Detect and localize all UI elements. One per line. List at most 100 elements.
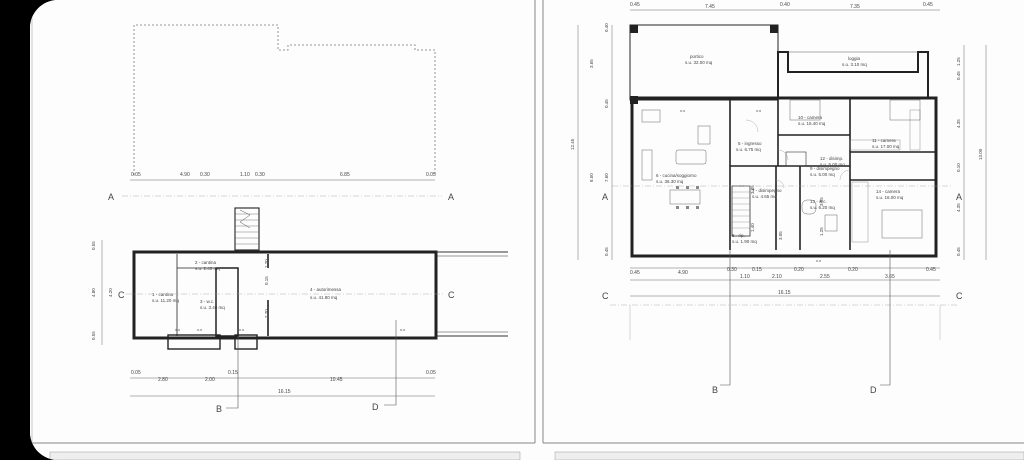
section-label-c: C bbox=[118, 290, 125, 300]
room-name: 4 - autorimessa bbox=[310, 287, 342, 292]
dim-text: 0.55 bbox=[91, 241, 96, 250]
room-area: s.u. 36.30 mq bbox=[656, 179, 684, 184]
corner bbox=[630, 96, 638, 104]
upper-floor-outline bbox=[133, 24, 436, 175]
dim-text: 0.55 bbox=[91, 331, 96, 340]
interior-walls bbox=[729, 98, 936, 250]
room-area: s.u. 15.40 mq bbox=[798, 121, 826, 126]
outer-walls bbox=[132, 250, 438, 340]
section-label-d: D bbox=[372, 402, 379, 412]
dim-text: 3.05 bbox=[778, 231, 783, 240]
dim-text: 2.10 bbox=[772, 274, 782, 280]
drawing-sheet: 0.05 4.90 0.30 1.10 0.30 6.85 0.05 A A bbox=[30, 0, 1024, 460]
dim-text: 4.20 bbox=[108, 288, 113, 297]
room-area: s.u. 3.10 mq bbox=[842, 62, 867, 67]
dim-text: 0.40 bbox=[780, 2, 790, 8]
room-name: loggia bbox=[848, 56, 861, 61]
dim-text: 0.45 bbox=[604, 247, 609, 256]
section-line-d bbox=[880, 250, 891, 386]
dim-text: 0.30 bbox=[200, 172, 210, 178]
dim-text: 0.45 bbox=[604, 99, 609, 108]
window-tag: x.x bbox=[680, 108, 685, 113]
wardrobe bbox=[849, 139, 901, 151]
room-name: 14 - camera bbox=[876, 189, 901, 194]
room-name: 1 - cantina bbox=[152, 292, 174, 297]
dim-text: 0.30 bbox=[727, 267, 737, 273]
section-label-b: B bbox=[712, 385, 718, 395]
dim-text: 0.05 bbox=[131, 172, 141, 178]
dim-text: 3.65 bbox=[589, 59, 594, 68]
furniture bbox=[641, 99, 923, 239]
sheet-background bbox=[30, 0, 1024, 460]
dim-text: 2.70 bbox=[264, 309, 269, 318]
dim-text: 0.45 bbox=[956, 71, 961, 80]
dim-total-text: 16.15 bbox=[778, 290, 791, 296]
right-floor-plan: 0.45 7.45 0.40 7.35 0.45 bbox=[570, 2, 987, 395]
section-label-c: C bbox=[448, 290, 455, 300]
dim-text: 0.20 bbox=[794, 267, 804, 273]
room-area: s.u. 4.65 mq bbox=[752, 194, 777, 199]
dim-text: 7.45 bbox=[705, 4, 715, 10]
section-label-a: A bbox=[602, 192, 608, 202]
room-area: s.u. 41.80 mq bbox=[310, 295, 338, 300]
dim-text: 8.50 bbox=[589, 173, 594, 182]
dim-text: 7.35 bbox=[850, 4, 860, 10]
dim-text: 1.10 bbox=[240, 172, 250, 178]
pillar bbox=[770, 25, 778, 33]
wardrobe bbox=[851, 181, 869, 243]
dim-text: 1.25 bbox=[819, 227, 824, 236]
room-area: s.u. 3.40 mq bbox=[200, 305, 225, 310]
section-label-c: C bbox=[602, 291, 609, 301]
window-tag: x.x bbox=[175, 327, 180, 332]
room-name: 3 - w.c. bbox=[200, 299, 214, 304]
dim-text: 0.10 bbox=[956, 163, 961, 172]
dim-text: 2.55 bbox=[820, 274, 830, 280]
room-area: s.u. 1.90 mq bbox=[732, 239, 757, 244]
dim-text: 1.40 bbox=[750, 223, 755, 232]
room-area: s.u. 16.00 mq bbox=[876, 195, 904, 200]
section-label-a: A bbox=[448, 192, 454, 202]
room-name: 11 - camera bbox=[872, 138, 896, 143]
section-label-c: C bbox=[956, 291, 963, 301]
dim-text: 4.90 bbox=[180, 172, 190, 178]
dim-text: 0.15 bbox=[264, 276, 269, 285]
dim-text: 4.35 bbox=[956, 203, 961, 212]
dim-text: 0.15 bbox=[752, 267, 762, 273]
room-name: 8 - rip. bbox=[732, 233, 745, 238]
left-floor-plan: 0.05 4.90 0.30 1.10 0.30 6.85 0.05 A A bbox=[91, 24, 508, 414]
room-area: s.u. 6.20 mq bbox=[810, 205, 835, 210]
door-swings bbox=[745, 119, 851, 189]
lightwell bbox=[234, 334, 258, 350]
window-tag: x.x bbox=[400, 327, 405, 332]
window-tag: x.x bbox=[197, 327, 202, 332]
room-area: s.u. 32.00 mq bbox=[685, 60, 713, 65]
dim-text: 7.60 bbox=[604, 173, 609, 182]
dim-text: 3.95 bbox=[819, 197, 824, 206]
room-name: portico bbox=[690, 54, 704, 59]
pillar bbox=[630, 25, 638, 33]
dim-text: 1.10 bbox=[740, 274, 750, 280]
window-tag: x.x bbox=[239, 327, 244, 332]
dim-text: 0.45 bbox=[630, 2, 640, 8]
dim-text: 12.45 bbox=[570, 138, 575, 150]
window-tag: x.x bbox=[816, 258, 821, 263]
section-label-b: B bbox=[216, 404, 222, 414]
next-page-strip-right bbox=[554, 451, 1024, 460]
section-label-a: A bbox=[108, 192, 114, 202]
stair bbox=[234, 207, 260, 251]
section-label-a: A bbox=[956, 192, 962, 202]
section-line-b bbox=[226, 336, 239, 409]
next-page-strip-left bbox=[49, 451, 521, 460]
dim-text: 1.20 bbox=[264, 259, 269, 268]
room-name: 6 - cucina/soggiorno bbox=[656, 173, 697, 178]
dim-text: 2.80 bbox=[158, 377, 168, 383]
room-name: 13 - w.c. bbox=[810, 199, 827, 204]
section-line-d bbox=[384, 320, 397, 406]
chairs bbox=[676, 186, 699, 209]
dim-text: 2.00 bbox=[205, 377, 215, 383]
room-area: s.u. 5.00 mq bbox=[820, 162, 845, 167]
room-area: s.u. 11.20 mq bbox=[152, 298, 179, 303]
room-name: 2 - cantina bbox=[195, 260, 217, 265]
room-name: 5 - ingresso bbox=[738, 141, 762, 146]
